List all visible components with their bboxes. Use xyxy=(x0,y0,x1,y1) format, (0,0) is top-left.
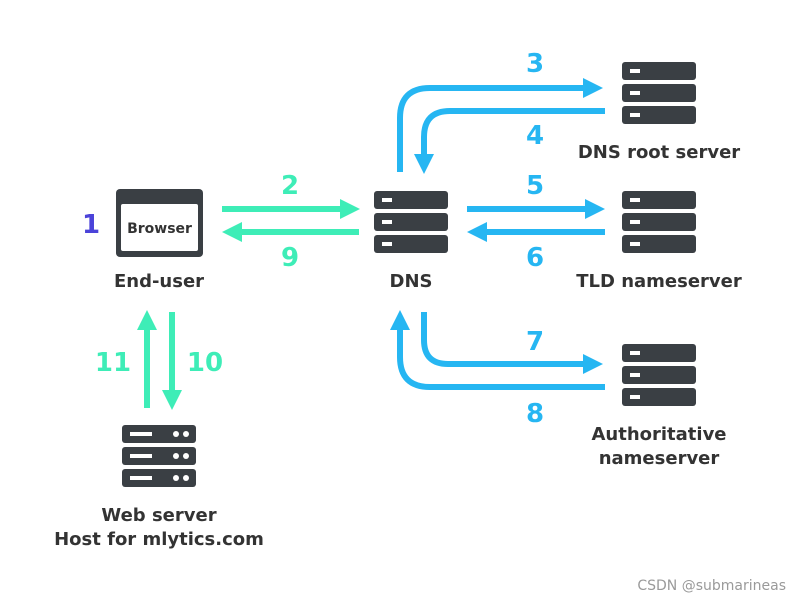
step-8-label: 8 xyxy=(526,399,544,429)
arrow-7-dns-to-authoritative xyxy=(421,312,603,374)
browser-icon: Browser xyxy=(116,189,203,257)
step-5-label: 5 xyxy=(526,171,544,201)
arrow-2-browser-to-dns xyxy=(222,199,360,219)
browser-window-label: Browser xyxy=(127,221,192,237)
step-9-label: 9 xyxy=(281,243,299,273)
dns-root-server-label: DNS root server xyxy=(578,142,740,163)
arrow-6-tld-to-dns xyxy=(467,222,605,242)
step-1-label: 1 xyxy=(82,210,100,240)
tld-nameserver-icon xyxy=(622,191,696,253)
step-6-label: 6 xyxy=(526,243,544,273)
tld-nameserver-label: TLD nameserver xyxy=(576,271,742,292)
web-server-icon xyxy=(122,425,196,487)
web-server-label-line1: Web server xyxy=(101,505,216,526)
dns-label: DNS xyxy=(390,271,433,292)
authoritative-label-line2: nameserver xyxy=(599,448,720,469)
step-2-label: 2 xyxy=(281,171,299,201)
arrow-4-root-to-dns xyxy=(414,108,605,174)
end-user-label: End-user xyxy=(114,271,204,292)
arrow-5-dns-to-tld xyxy=(467,199,605,219)
arrow-3-dns-to-root xyxy=(397,78,603,172)
arrow-8-authoritative-to-dns xyxy=(390,310,605,390)
watermark: CSDN @submarineas xyxy=(637,578,786,594)
arrow-10-user-to-web-server xyxy=(162,312,182,410)
step-3-label: 3 xyxy=(526,49,544,79)
step-7-label: 7 xyxy=(526,327,544,357)
dns-server-icon xyxy=(374,191,448,253)
arrow-11-web-server-to-user xyxy=(137,310,157,408)
web-server-label-line2: Host for mlytics.com xyxy=(54,529,264,550)
arrow-9-dns-to-browser xyxy=(222,222,359,242)
authoritative-label-line1: Authoritative xyxy=(591,424,726,445)
step-10-label: 10 xyxy=(187,348,223,378)
step-4-label: 4 xyxy=(526,121,544,151)
dns-root-server-icon xyxy=(622,62,696,124)
authoritative-nameserver-icon xyxy=(622,344,696,406)
step-11-label: 11 xyxy=(95,348,131,378)
